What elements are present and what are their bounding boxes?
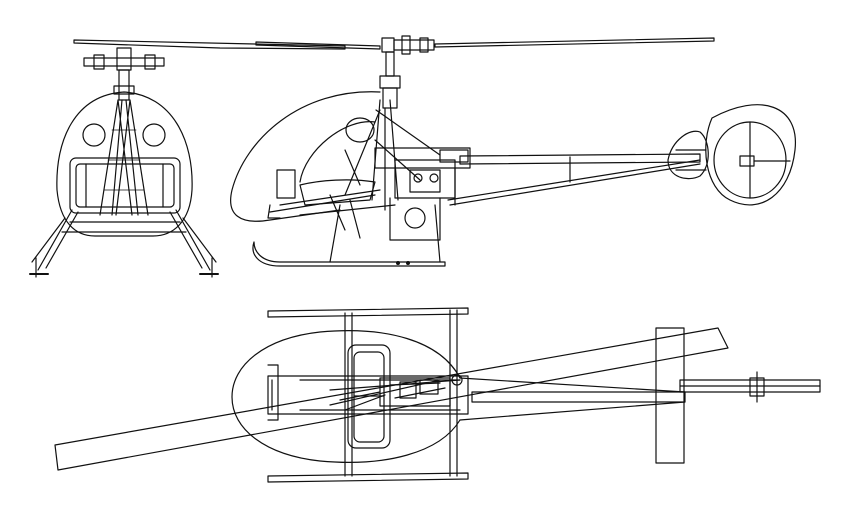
front-landing-gear — [29, 209, 219, 278]
side-skid — [252, 241, 446, 267]
front-rotor-hub — [83, 47, 165, 101]
side-main-rotor-blade — [255, 37, 715, 50]
side-seat — [276, 149, 376, 206]
side-tail-rotor — [705, 104, 796, 206]
front-headrest-left — [82, 123, 106, 147]
top-view — [54, 307, 821, 483]
front-view — [29, 39, 346, 278]
front-canopy — [56, 91, 193, 237]
top-skid-upper — [267, 307, 469, 318]
side-tail-boom — [447, 153, 701, 206]
top-main-rotor-blade — [54, 327, 729, 471]
side-fuel-tank — [389, 197, 441, 241]
front-seats — [69, 157, 181, 214]
top-tail-rotor — [679, 371, 821, 403]
front-main-rotor-blade — [73, 39, 346, 50]
top-skid-lower — [267, 472, 469, 483]
top-crosstubes — [344, 309, 458, 477]
side-rotor-head — [379, 35, 435, 109]
side-canopy — [230, 91, 381, 222]
top-canopy — [231, 330, 461, 463]
front-headrest-right — [142, 123, 166, 147]
top-engine — [339, 374, 463, 411]
side-engine — [374, 147, 471, 206]
side-view — [230, 35, 796, 267]
side-frame-tubes — [267, 189, 441, 263]
top-tail-boom — [459, 377, 686, 421]
top-stabilizer — [655, 327, 685, 464]
side-tail-fin — [667, 130, 709, 180]
